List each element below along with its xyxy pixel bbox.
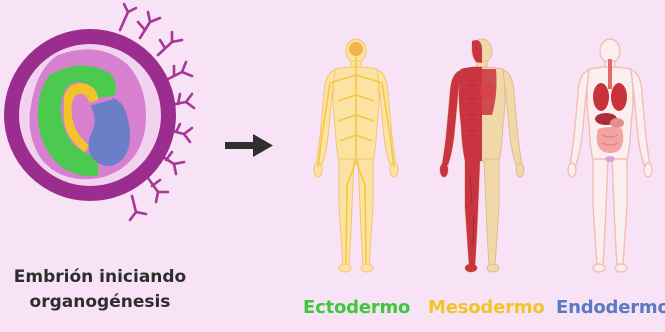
endoderm-label: Endodermo — [556, 296, 665, 320]
embryo-caption-line2: organogénesis — [0, 290, 200, 314]
nervous-system-figure-icon — [314, 39, 398, 272]
brain-shape — [349, 42, 363, 56]
heart-shape — [480, 83, 494, 99]
digestive-system-figure-icon — [568, 39, 652, 272]
arrow-right-icon — [225, 134, 273, 157]
ectoderm-label: Ectodermo — [303, 296, 410, 320]
embryo-caption-line1: Embrión iniciando — [0, 265, 200, 289]
endoderm-layer — [88, 98, 130, 166]
mesoderm-label: Mesodermo — [428, 296, 545, 320]
embryo-diagram-icon — [4, 4, 194, 220]
muscular-system-figure-icon — [440, 39, 524, 272]
